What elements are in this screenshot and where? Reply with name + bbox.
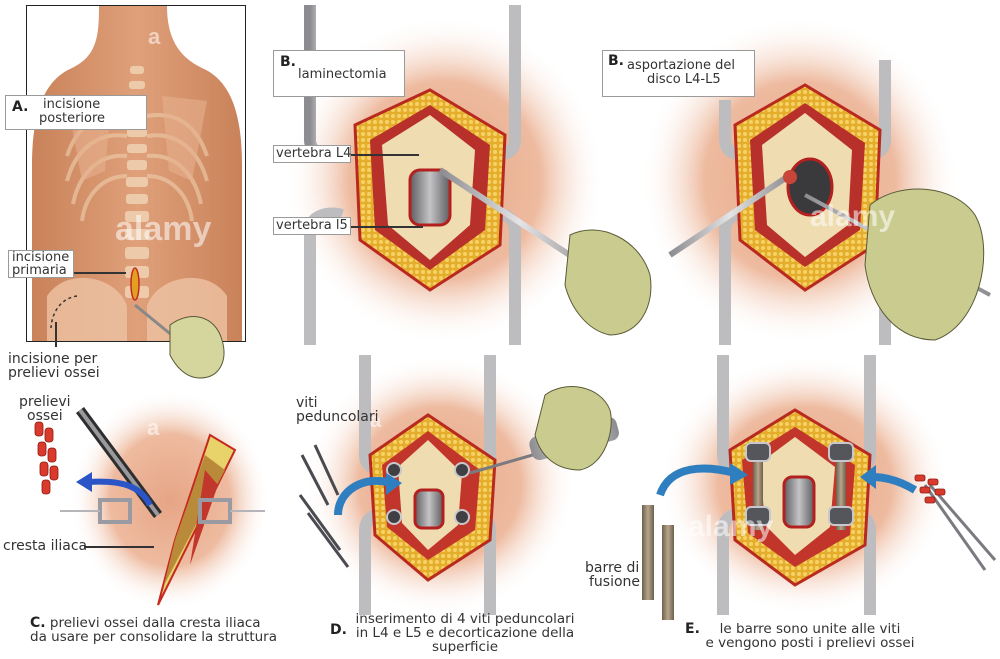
label-l4-text: vertebra L4 — [276, 146, 352, 161]
panel-c-caption-line1: prelievi ossei dalla cresta iliaca — [49, 615, 261, 631]
panel-b2-title-line2: disco L4-L5 — [647, 72, 721, 87]
label-graft-incision-line2: prelievi ossei — [8, 365, 100, 381]
panel-e-caption-line1: le barre sono unite alle viti — [719, 621, 901, 637]
label-rods-line2: fusione — [589, 574, 641, 590]
label-primary-line2: primaria — [12, 263, 67, 278]
gloved-hand-scalpel — [134, 303, 225, 379]
panel-e-letter: E. — [685, 621, 700, 637]
label-graft-incision-line1: incisione per — [8, 351, 98, 367]
panel-a: a alamy — [26, 5, 246, 342]
watermark-c: a — [147, 415, 160, 440]
panel-b1-title: laminectomia — [298, 67, 387, 82]
panel-b2-title-box: B. asportazione del disco L4-L5 — [602, 50, 755, 97]
label-vertebra-l5: vertebra l5 — [273, 217, 351, 235]
watermark-b2: alamy — [810, 200, 896, 233]
leader-primary — [74, 272, 126, 274]
panel-c-caption-line2: da usare per consolidare la struttura — [30, 629, 278, 645]
panel-a-letter: A. — [12, 99, 29, 115]
panel-c-caption: C. prelievi ossei dalla cresta iliaca da… — [30, 616, 277, 644]
label-incisione-primaria: incisione primaria — [8, 250, 74, 278]
leader-graft-incision — [55, 322, 57, 347]
label-grafts-line2: ossei — [27, 408, 63, 424]
label-cresta-iliaca: cresta iliaca — [3, 538, 88, 554]
panel-d-letter: D. — [330, 622, 347, 638]
panel-c-letter: C. — [30, 615, 46, 631]
leader-crest — [84, 546, 154, 548]
panel-a-title-line1: incisione — [43, 97, 101, 112]
panel-d-caption: D. inserimento di 4 viti peduncolari in … — [330, 612, 600, 654]
label-screws-line1: viti — [296, 395, 318, 411]
watermark-e: alamy — [688, 510, 774, 543]
watermark-b1: a — [430, 18, 442, 40]
panel-e-caption: E. le barre sono unite alle viti e vengo… — [680, 622, 940, 650]
label-vertebra-l4: vertebra L4 — [273, 145, 351, 163]
panel-d-caption-line2: in L4 e L5 e decorticazione della — [355, 625, 575, 641]
panel-e-illustration — [642, 355, 997, 620]
watermark-large: alamy — [115, 210, 212, 248]
label-grafts-line1: prelievi — [19, 394, 71, 410]
panel-d-illustration — [298, 355, 619, 615]
watermark-small: a — [148, 24, 161, 49]
panel-b1-title-box: B. laminectomia — [273, 50, 405, 97]
back-illustration — [32, 6, 242, 341]
panel-e-caption-line2: e vengono posti i prelievi ossei — [705, 635, 915, 651]
panel-d-caption-line1: inserimento di 4 viti peduncolari — [355, 611, 575, 627]
panel-b1-letter: B. — [280, 54, 296, 70]
leader-l4 — [351, 154, 419, 156]
panel-b2-title-line1: asportazione del — [627, 58, 735, 73]
label-screws-line2: peduncolari — [296, 409, 379, 425]
panel-c-illustration — [34, 390, 270, 610]
label-primary-line1: incisione — [12, 250, 70, 265]
panel-b2-illustration — [640, 15, 991, 345]
panel-b2-letter: B. — [608, 53, 624, 69]
panel-d-caption-line3: superficie — [432, 639, 498, 655]
panel-a-title-box: A. incisione posteriore — [5, 95, 147, 130]
watermark-d: a — [370, 410, 382, 432]
label-l5-text: vertebra l5 — [276, 218, 348, 233]
panel-a-title-line2: posteriore — [39, 111, 106, 126]
label-rods-line1: barre di — [585, 560, 640, 576]
leader-l5 — [351, 226, 423, 228]
